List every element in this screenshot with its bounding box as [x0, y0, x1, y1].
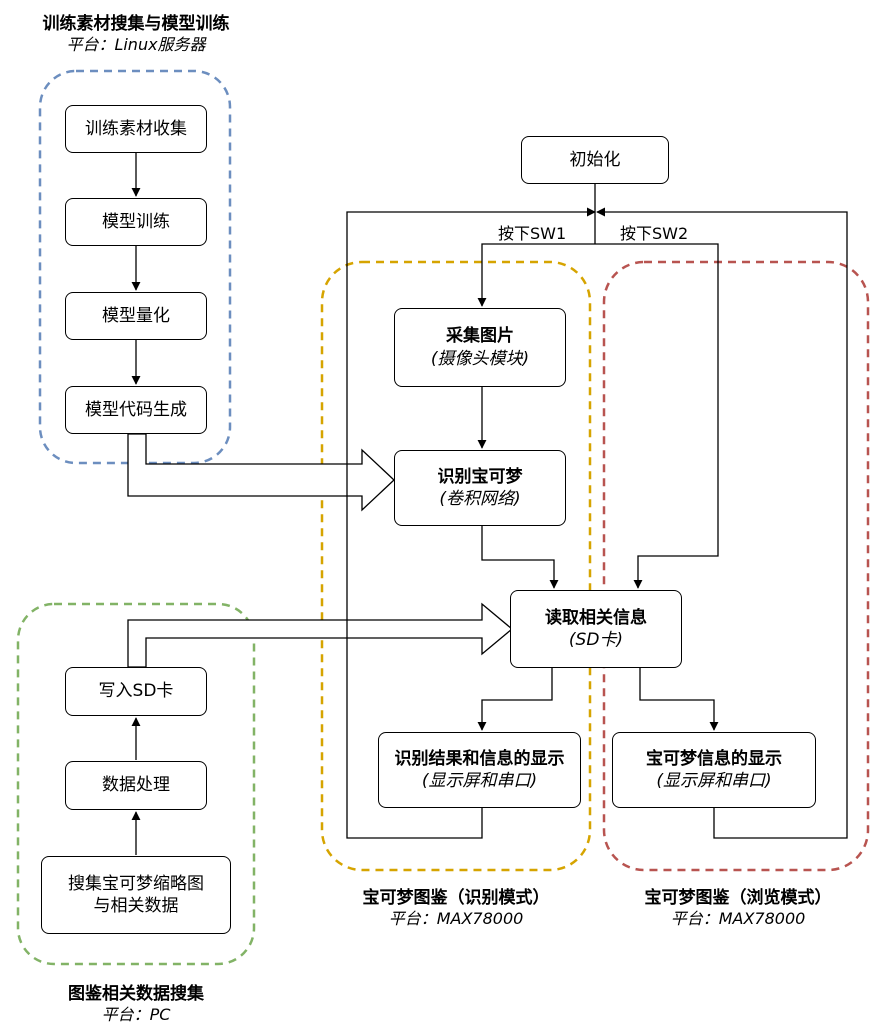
- node-collect-label: 训练素材收集: [85, 118, 187, 139]
- training-group-platform: 平台：Linux服务器: [66, 35, 206, 55]
- node-codegen-label: 模型代码生成: [85, 399, 187, 420]
- node-show-info-sub: (显示屏和串口): [656, 771, 772, 791]
- node-show-result-sub: (显示屏和串口): [421, 771, 538, 791]
- node-train-label: 模型训练: [102, 211, 170, 232]
- pc-group-caption: 图鉴相关数据搜集 平台：PC: [30, 984, 242, 1025]
- node-quant-label: 模型量化: [102, 305, 170, 326]
- edge-read-result: [477, 668, 553, 731]
- deploy-model-arrow: [127, 433, 395, 512]
- pc-group-platform: 平台：PC: [101, 1005, 171, 1025]
- edge-read-info: [639, 668, 719, 731]
- sw2-label: 按下SW2: [620, 224, 689, 243]
- node-gather: 搜集宝可梦缩略图 与相关数据: [41, 856, 231, 934]
- training-group-title: 训练素材搜集与模型训练: [42, 14, 230, 34]
- loop-identify: [346, 207, 596, 839]
- node-read-sub: (SD卡): [568, 630, 624, 650]
- browse-group-caption: 宝可梦图鉴（浏览模式） 平台：MAX78000: [614, 888, 862, 929]
- identify-group-caption: 宝可梦图鉴（识别模式） 平台：MAX78000: [332, 888, 580, 929]
- loop-browse: [596, 207, 848, 839]
- node-gather-line2: 与相关数据: [93, 896, 179, 916]
- node-show-result-title: 识别结果和信息的显示: [394, 748, 565, 769]
- browse-group-title: 宝可梦图鉴（浏览模式）: [644, 888, 832, 908]
- node-gather-line1: 搜集宝可梦缩略图: [68, 873, 204, 894]
- node-read: 读取相关信息 (SD卡): [510, 590, 682, 668]
- node-capture-sub: (摄像头模块): [430, 348, 530, 369]
- node-recognize: 识别宝可梦 (卷积网络): [394, 450, 566, 526]
- training-group-caption: 训练素材搜集与模型训练 平台：Linux服务器: [20, 14, 252, 55]
- node-collect: 训练素材收集: [65, 105, 207, 153]
- node-capture: 采集图片 (摄像头模块): [394, 308, 566, 387]
- node-process: 数据处理: [65, 761, 207, 810]
- node-write-sd-label: 写入SD卡: [98, 681, 174, 702]
- node-read-title: 读取相关信息: [545, 607, 647, 628]
- identify-group-platform: 平台：MAX78000: [388, 909, 524, 929]
- node-process-label: 数据处理: [102, 775, 170, 796]
- browse-group-platform: 平台：MAX78000: [670, 909, 806, 929]
- node-capture-title: 采集图片: [446, 326, 514, 347]
- sw1-label: 按下SW1: [498, 224, 567, 243]
- edge-sw1: [477, 243, 595, 307]
- node-recognize-sub: (卷积网络): [439, 489, 521, 509]
- node-recognize-title: 识别宝可梦: [437, 466, 523, 487]
- edge-sw2: [595, 243, 719, 589]
- pc-group-border: [16, 602, 256, 966]
- node-write-sd: 写入SD卡: [65, 667, 207, 716]
- node-show-info: 宝可梦信息的显示 (显示屏和串口): [612, 732, 816, 808]
- browse-group-border: [602, 260, 870, 872]
- node-show-result: 识别结果和信息的显示 (显示屏和串口): [378, 732, 581, 808]
- edge-recognize-read: [481, 526, 559, 589]
- node-show-info-title: 宝可梦信息的显示: [646, 748, 782, 769]
- node-train: 模型训练: [65, 198, 207, 246]
- identify-group-title: 宝可梦图鉴（识别模式）: [362, 888, 550, 908]
- pc-group-title: 图鉴相关数据搜集: [68, 984, 204, 1004]
- node-init: 初始化: [521, 136, 669, 184]
- copy-data-arrow: [127, 602, 514, 668]
- node-codegen: 模型代码生成: [65, 386, 207, 434]
- node-quant: 模型量化: [65, 292, 207, 340]
- node-init-label: 初始化: [569, 149, 621, 170]
